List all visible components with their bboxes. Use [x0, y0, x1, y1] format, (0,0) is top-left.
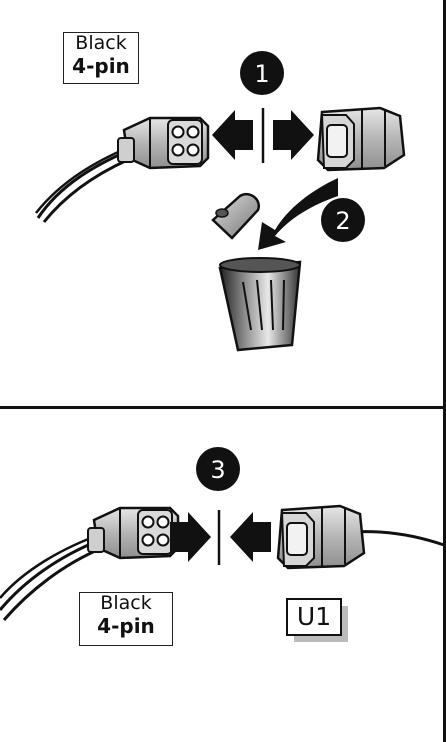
bottom-connector-label-color: Black: [80, 593, 172, 615]
step-3-badge: 3: [196, 447, 240, 491]
top-mating-connector: [318, 108, 404, 170]
split-arrows-icon: [212, 108, 314, 163]
step-3-number: 3: [210, 456, 225, 484]
u1-label: U1: [286, 598, 346, 640]
bottom-connector-label: Black 4-pin: [79, 592, 173, 646]
top-connector-label-color: Black: [64, 33, 138, 55]
top-connector-label: Black 4-pin: [63, 32, 139, 84]
bottom-mating-connector: [278, 506, 444, 568]
join-arrows-icon: [170, 510, 271, 565]
step-1-badge: 1: [240, 51, 284, 95]
bottom-connector-label-pins: 4-pin: [80, 615, 172, 638]
step-2-badge: 2: [321, 198, 365, 242]
top-black-connector: [36, 118, 208, 222]
step-1-number: 1: [254, 60, 269, 88]
top-connector-label-pins: 4-pin: [64, 55, 138, 78]
step-2-number: 2: [335, 207, 350, 235]
u1-label-text: U1: [286, 598, 342, 636]
panel-divider: [0, 406, 446, 409]
